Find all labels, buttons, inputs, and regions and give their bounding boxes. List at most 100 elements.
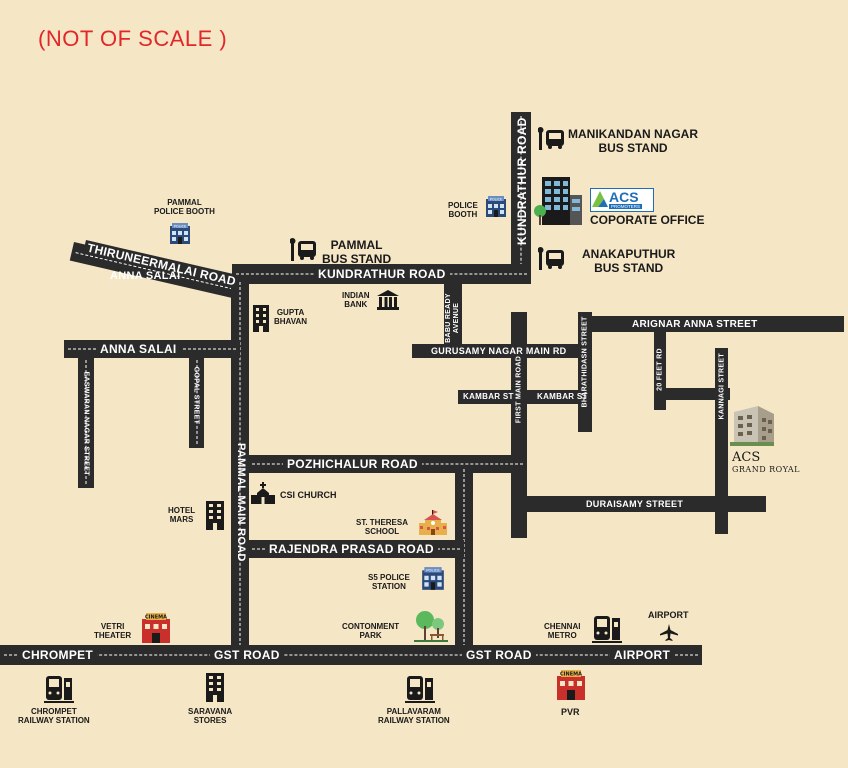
bus-stop-icon — [290, 238, 316, 261]
acs-logo-name: ACS — [609, 189, 639, 205]
acs-logo-tag: PROMOTERS — [609, 204, 643, 209]
arignar-anna-street — [584, 316, 844, 332]
indian-bank-line1: INDIAN — [342, 291, 370, 300]
st-theresa-school-label: ST. THERESA SCHOOL — [356, 518, 408, 536]
park-icon — [414, 611, 448, 642]
indian-bank-label: INDIAN BANK — [342, 291, 370, 309]
hotel-mars-label: HOTEL MARS — [168, 506, 195, 524]
saravana-stores-label: SARAVANA STORES — [188, 707, 232, 725]
pallavaram-line2: RAILWAY STATION — [378, 716, 450, 726]
chennai-metro-line2: METRO — [547, 631, 577, 641]
acs-grand-royal-line2: GRAND ROYAL — [732, 465, 800, 474]
kundrathur-road-vertical — [511, 112, 531, 280]
bharathidasn-street — [578, 312, 592, 432]
train-icon — [44, 676, 74, 703]
easwaran-nagar-street-label: EASWARAN NAGAR STREET — [82, 371, 90, 476]
pammal-bus-stand-label: PAMMAL BUS STAND — [322, 238, 391, 267]
apartment-building-icon — [730, 406, 774, 446]
school-icon — [419, 510, 447, 535]
chennai-metro-label: CHENNAI METRO — [544, 622, 580, 640]
pozhichalur-road-label: POZHICHALUR ROAD — [283, 458, 422, 471]
gopal-street — [189, 356, 204, 448]
gupta-bhavan-line2: BHAVAN — [274, 317, 308, 327]
chennai-metro-line1: CHENNAI — [544, 622, 581, 631]
police-station-icon: POLICE — [170, 223, 190, 244]
gst-road-2-label: GST ROAD — [462, 648, 536, 662]
rajendra-prasad-road-label: RAJENDRA PRASAD ROAD — [265, 543, 438, 556]
anakaputhur-line2: BUS STAND — [594, 260, 664, 275]
police-sign-text: POLICE — [174, 224, 187, 228]
police-booth-label: POLICE BOOTH — [448, 201, 478, 219]
gopal-street-label: GOPAL STREET — [192, 366, 200, 425]
st-theresa-line1: ST. THERESA — [356, 518, 409, 527]
manikandan-line1: MANIKANDAN NAGAR — [568, 127, 698, 141]
pvr-label: PVR — [561, 707, 580, 717]
cinema-sign-text: CINEMA — [560, 672, 582, 678]
building-icon — [253, 305, 269, 332]
kambar-st-2-label: KAMBAR ST — [537, 392, 588, 401]
pammal-police-booth-label: PAMMAL POLICE BOOTH — [154, 198, 215, 216]
kannagi-street — [715, 348, 728, 534]
arignar-anna-street-label: ARIGNAR ANNA STREET — [632, 319, 758, 330]
chrompet-road-label: CHROMPET — [18, 648, 98, 662]
anna-salai-label: ANNA SALAI — [96, 342, 181, 356]
police-station-icon: POLICE — [422, 567, 444, 590]
kambar-street — [458, 390, 580, 404]
contonment-line2: PARK — [359, 631, 382, 641]
map-title: (NOT OF SCALE ) — [38, 26, 228, 51]
gst-road — [0, 645, 702, 665]
s5-police-line2: STATION — [371, 582, 406, 592]
saravana-line2: STORES — [193, 716, 227, 726]
pammal-police-line2: POLICE BOOTH — [154, 207, 215, 217]
manikandan-line2: BUS STAND — [598, 140, 668, 155]
contonment-park-label: CONTONMENT PARK — [342, 622, 399, 640]
s5-police-line1: S5 POLICE — [368, 573, 410, 582]
20-feet-rd-label: 20 FEET RD — [656, 348, 664, 391]
pammal-main-road-label: PAMMAL MAIN ROAD — [235, 443, 247, 562]
kannagi-street-label: KANNAGI STREET — [718, 353, 726, 420]
hotel-mars-line1: HOTEL — [168, 506, 196, 515]
hotel-mars-line2: MARS — [169, 515, 194, 525]
office-building-icon — [534, 177, 582, 225]
vetri-theater-label: VETRI THEATER — [94, 622, 131, 640]
chrompet-railway-label: CHROMPET RAILWAY STATION — [18, 707, 90, 725]
gupta-bhavan-line1: GUPTA — [276, 308, 305, 317]
anakaputhur-line1: ANAKAPUTHUR — [582, 247, 676, 261]
hotel-building-icon — [206, 501, 224, 530]
cinema-icon: CINEMA — [557, 670, 585, 700]
bus-stop-icon — [538, 127, 564, 150]
gupta-bhavan-label: GUPTA BHAVAN — [274, 308, 307, 326]
pammal-bus-line1: PAMMAL — [330, 238, 383, 252]
kundrathur-road-h-label: KUNDRATHUR ROAD — [314, 267, 450, 281]
duraisamy-street — [524, 496, 766, 512]
first-main-road-label: FIRST MAIN ROAD — [515, 355, 523, 424]
coporate-office-label: COPORATE OFFICE — [590, 213, 705, 227]
indian-bank-line2: BANK — [344, 300, 368, 310]
kundrathur-road-v-label: KUNDRATHUR ROAD — [515, 117, 529, 245]
airport-road-label: AIRPORT — [610, 648, 675, 662]
babu-ready-avenue — [444, 282, 462, 346]
bus-stop-icon — [538, 247, 564, 270]
cinema-icon: CINEMA — [142, 613, 170, 643]
vetri-line1: VETRI — [100, 622, 125, 631]
gurusamy-nagar-main-rd-label: GURUSAMY NAGAR MAIN RD — [431, 346, 567, 356]
chrompet-railway-line1: CHROMPET — [30, 707, 77, 716]
easwaran-nagar-street — [78, 356, 94, 488]
bank-icon — [377, 290, 399, 310]
cinema-sign-text: CINEMA — [145, 615, 167, 621]
acs-logo-mark-icon — [592, 191, 608, 207]
manikandan-nagar-label: MANIKANDAN NAGAR BUS STAND — [568, 127, 698, 156]
store-building-icon — [206, 673, 224, 702]
metro-train-icon — [592, 616, 622, 643]
train-icon — [405, 676, 435, 703]
church-icon — [251, 482, 275, 504]
anakaputhur-label: ANAKAPUTHUR BUS STAND — [582, 247, 676, 276]
saravana-line1: SARAVANA — [188, 707, 233, 716]
police-booth-line1: POLICE — [448, 201, 478, 210]
acs-logo: ACS PROMOTERS — [590, 188, 654, 212]
police-sign-text: POLICE — [426, 568, 440, 573]
pammal-main-road — [231, 278, 249, 650]
airport-label: AIRPORT — [648, 610, 689, 620]
gst-road-1-label: GST ROAD — [210, 648, 284, 662]
anna-salai-overlay-label: ANNA SALAI — [110, 270, 181, 282]
